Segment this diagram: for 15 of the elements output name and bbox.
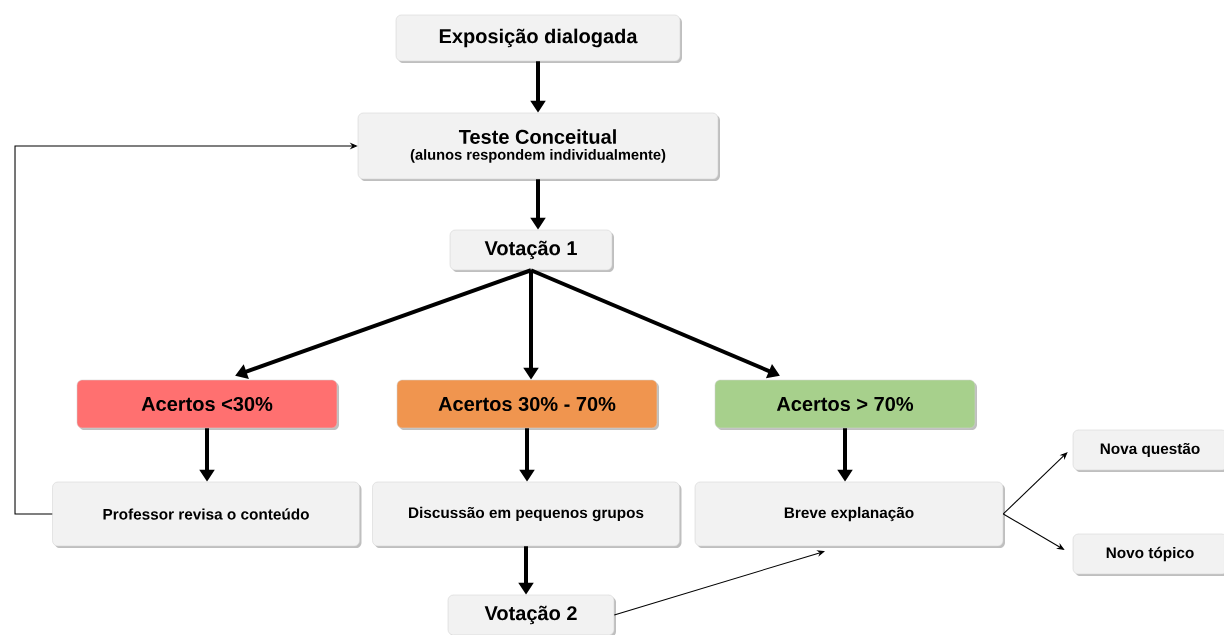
process-box: Professor revisa o conteúdo bbox=[52, 481, 362, 548]
process-box: Nova questão bbox=[1072, 429, 1224, 472]
process-box: Breve explanação bbox=[694, 481, 1005, 548]
process-box: Teste Conceitual (alunos respondem individualmente) bbox=[357, 112, 720, 181]
process-box: Discussão em pequenos grupos bbox=[372, 481, 682, 548]
result-box: Acertos <30% bbox=[76, 379, 339, 430]
arrow bbox=[1002, 513, 1065, 550]
result-box: Acertos 30% - 70% bbox=[396, 379, 659, 430]
arrow bbox=[1002, 452, 1068, 515]
arrow bbox=[613, 550, 825, 616]
process-box: Exposição dialogada bbox=[395, 14, 682, 63]
process-box: Votação 2 bbox=[447, 594, 616, 635]
process-box: Novo tópico bbox=[1072, 533, 1224, 576]
result-box: Acertos > 70% bbox=[714, 379, 977, 430]
process-box: Votação 1 bbox=[449, 229, 614, 272]
